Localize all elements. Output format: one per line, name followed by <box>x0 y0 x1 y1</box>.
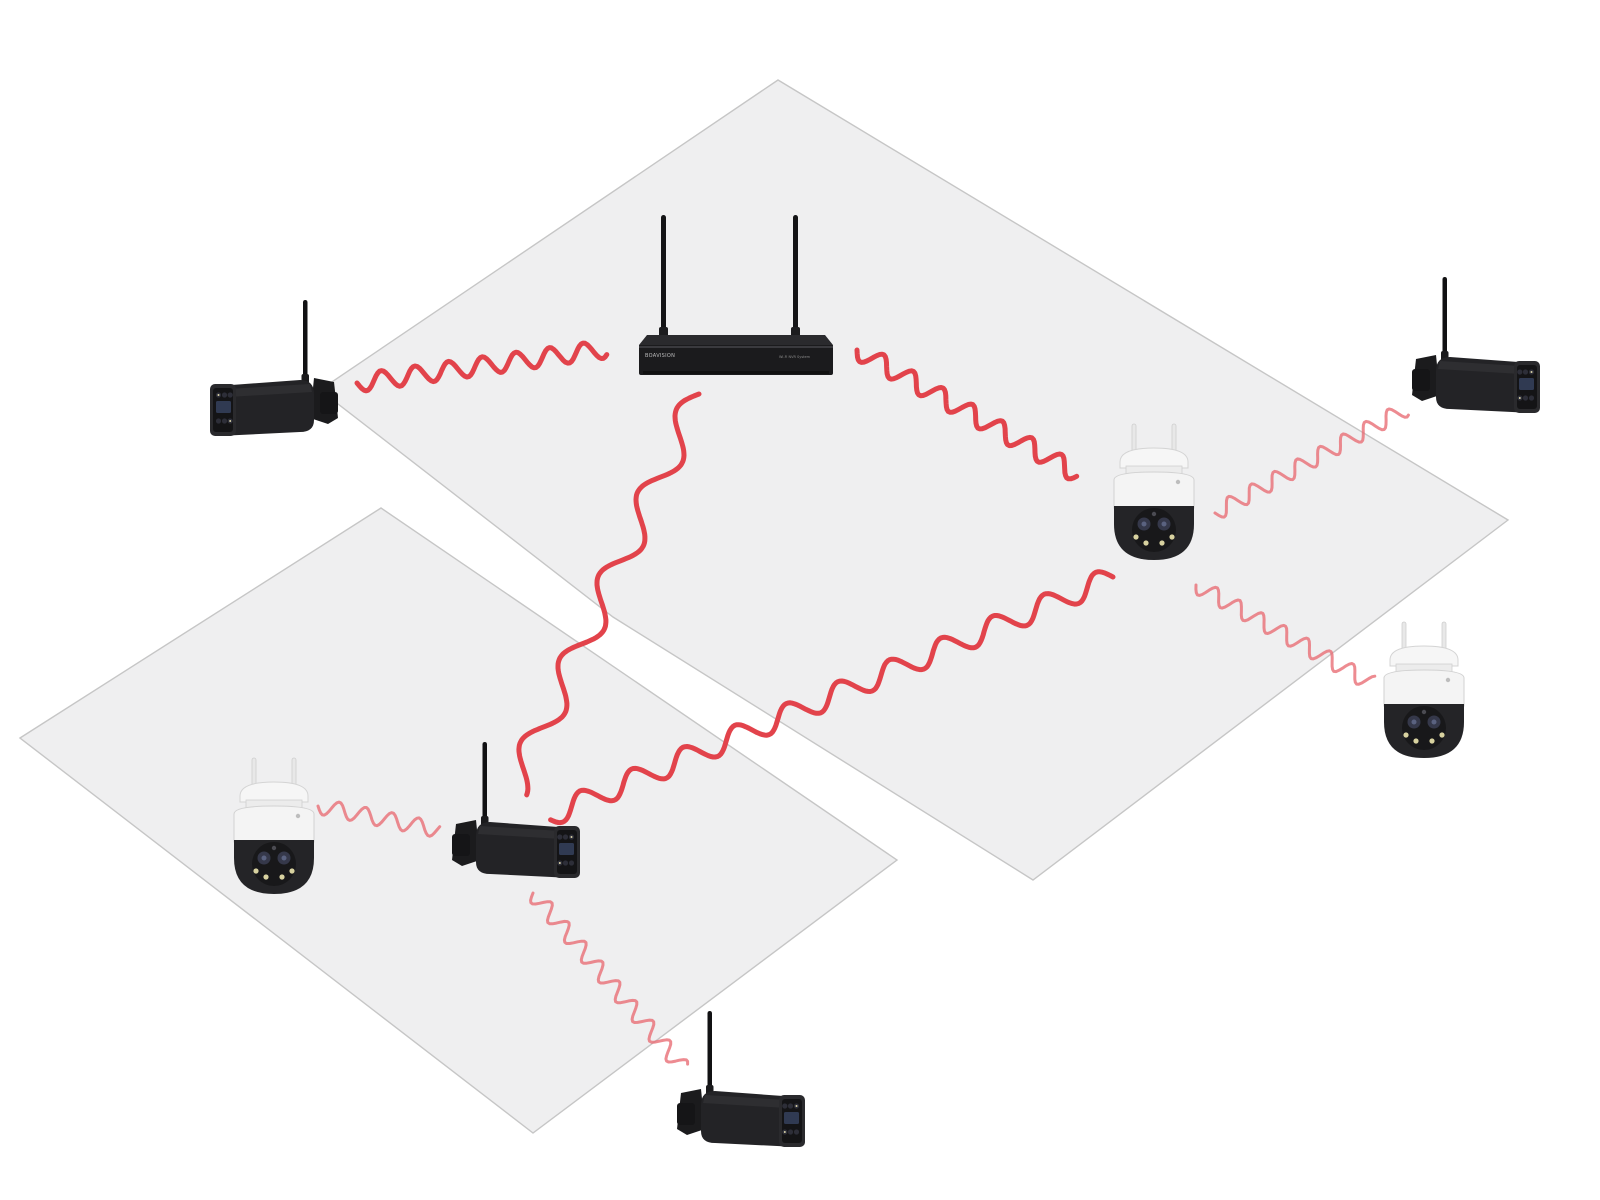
signal-links <box>316 340 1410 1066</box>
wave-ptz-center-to-bullet-repeater <box>548 569 1116 826</box>
wave-nvr-to-ptz-center <box>854 347 1080 482</box>
wave-bullet-repeater-to-bullet-south <box>529 891 690 1066</box>
wave-ptz-center-to-ptz-east-lower <box>1194 583 1377 686</box>
bullet-camera-icon <box>677 1011 805 1147</box>
nvr-panel-label: Wi-Fi NVR System <box>779 355 811 359</box>
bullet-camera-icon <box>1412 277 1540 413</box>
wave-nvr-to-bullet-west <box>354 340 610 394</box>
floor-plane-lower <box>18 507 899 1134</box>
ptz-dome-camera-icon <box>1383 621 1465 759</box>
floor-plane-upper <box>318 79 1510 881</box>
nvr-brand-label: BOAVISION <box>645 353 675 359</box>
wifi-nvr-recorder-icon: BOAVISION Wi-Fi NVR System <box>639 215 833 375</box>
wave-bullet-repeater-to-ptz-southwest <box>316 800 442 838</box>
bullet-camera-icon <box>210 300 338 436</box>
wave-ptz-center-to-bullet-east <box>1213 407 1410 519</box>
wave-nvr-to-bullet-repeater <box>516 391 702 798</box>
